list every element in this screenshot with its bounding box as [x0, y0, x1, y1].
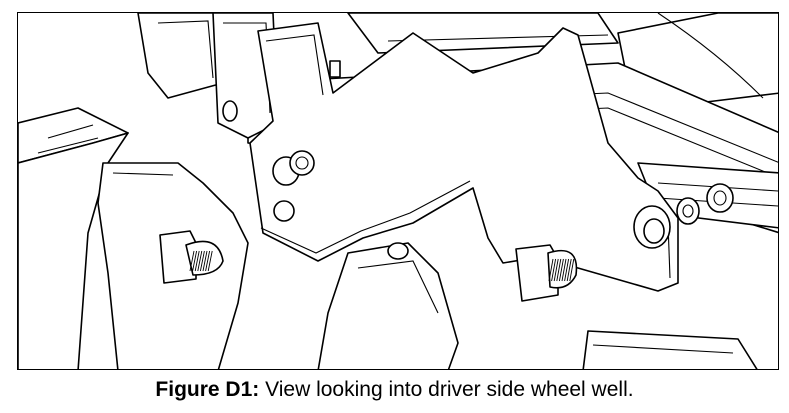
cage-nut-left — [159, 230, 224, 284]
cage-nut-right — [515, 244, 578, 302]
plate-stud-upper — [272, 150, 315, 222]
figure-illustration — [17, 12, 779, 370]
figure-caption: Figure D1: View looking into driver side… — [0, 378, 789, 402]
lower-nut — [387, 242, 409, 260]
figure-caption-text: View looking into driver side wheel well… — [259, 378, 634, 401]
wheel-well-liner — [18, 107, 249, 369]
figure-label: Figure D1: — [155, 378, 260, 401]
lower-frame — [317, 242, 758, 369]
plate-stud-right — [633, 183, 734, 249]
mounting-plate — [249, 22, 679, 292]
square-tab — [329, 60, 341, 78]
